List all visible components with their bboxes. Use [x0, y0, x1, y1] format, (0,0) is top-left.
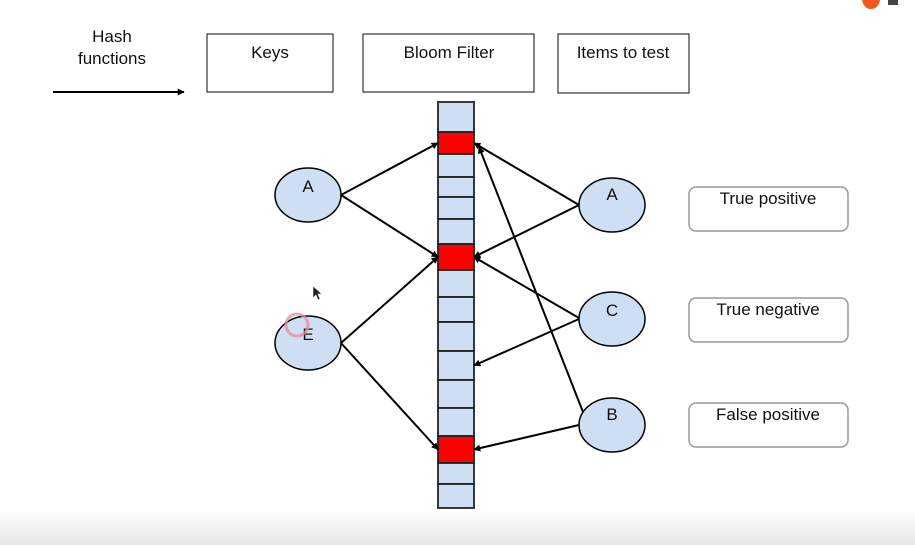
result-true-positive-label: True positive	[720, 189, 817, 208]
filter-bit-unset	[437, 153, 475, 178]
filter-bit-unset	[437, 379, 475, 409]
filter-bit-unset	[437, 101, 475, 133]
hash-arrows	[340, 142, 584, 452]
legend-hash-functions: Hash functions	[53, 27, 185, 96]
header-keys: Keys	[206, 33, 334, 93]
filter-bit-unset	[437, 196, 475, 220]
test-node-c-label: C	[606, 301, 618, 320]
filter-bit-unset	[437, 296, 475, 323]
key-node-a: A	[274, 167, 342, 223]
filter-bit-unset	[437, 350, 475, 381]
header-items-to-test: Items to test	[557, 33, 690, 94]
key-node-a-label: A	[302, 177, 314, 196]
header-items-to-test-label: Items to test	[577, 43, 670, 62]
test-node-c: C	[578, 291, 646, 347]
test-node-a: A	[578, 177, 646, 233]
result-false-positive: False positive	[688, 402, 849, 448]
filter-bit-unset	[437, 321, 475, 352]
key-e-hash-arrow	[340, 342, 439, 451]
filter-bit-unset	[437, 176, 475, 198]
filter-bit-unset	[437, 407, 475, 437]
legend-label-line2: functions	[78, 49, 146, 68]
result-true-negative: True negative	[688, 297, 849, 343]
result-true-positive: True positive	[688, 186, 849, 232]
filter-bit-unset	[437, 483, 475, 509]
key-node-e: E	[274, 315, 342, 371]
filter-bit-set	[437, 131, 475, 155]
test-b-hash-arrow	[478, 146, 584, 413]
test-node-b-label: B	[606, 405, 617, 424]
key-a-hash-arrow	[340, 194, 439, 258]
filter-bit-unset	[437, 218, 475, 245]
filter-bit-unset	[437, 462, 475, 485]
header-bloom-filter: Bloom Filter	[362, 33, 535, 93]
test-node-b: B	[578, 397, 646, 453]
mouse-cursor-icon	[312, 285, 323, 301]
result-false-positive-label: False positive	[716, 405, 820, 424]
click-indicator-icon	[284, 312, 310, 338]
legend-label-line1: Hash	[92, 27, 132, 46]
key-a-hash-arrow	[340, 142, 439, 196]
filter-bit-set	[437, 435, 475, 464]
test-c-hash-arrow	[473, 256, 580, 319]
test-c-hash-arrow	[473, 318, 580, 367]
header-bloom-filter-label: Bloom Filter	[404, 43, 495, 62]
test-a-hash-arrow	[473, 204, 580, 258]
test-a-hash-arrow	[473, 142, 580, 206]
key-node-e-label: E	[302, 325, 313, 344]
test-node-a-label: A	[606, 185, 618, 204]
logo-icon	[862, 0, 898, 9]
result-true-negative-label: True negative	[716, 300, 819, 319]
filter-bit-unset	[437, 269, 475, 298]
header-keys-label: Keys	[251, 43, 289, 62]
bloom-filter-array	[437, 101, 475, 509]
test-b-hash-arrow	[473, 424, 580, 452]
key-e-hash-arrow	[340, 256, 439, 344]
filter-bit-set	[437, 243, 475, 271]
